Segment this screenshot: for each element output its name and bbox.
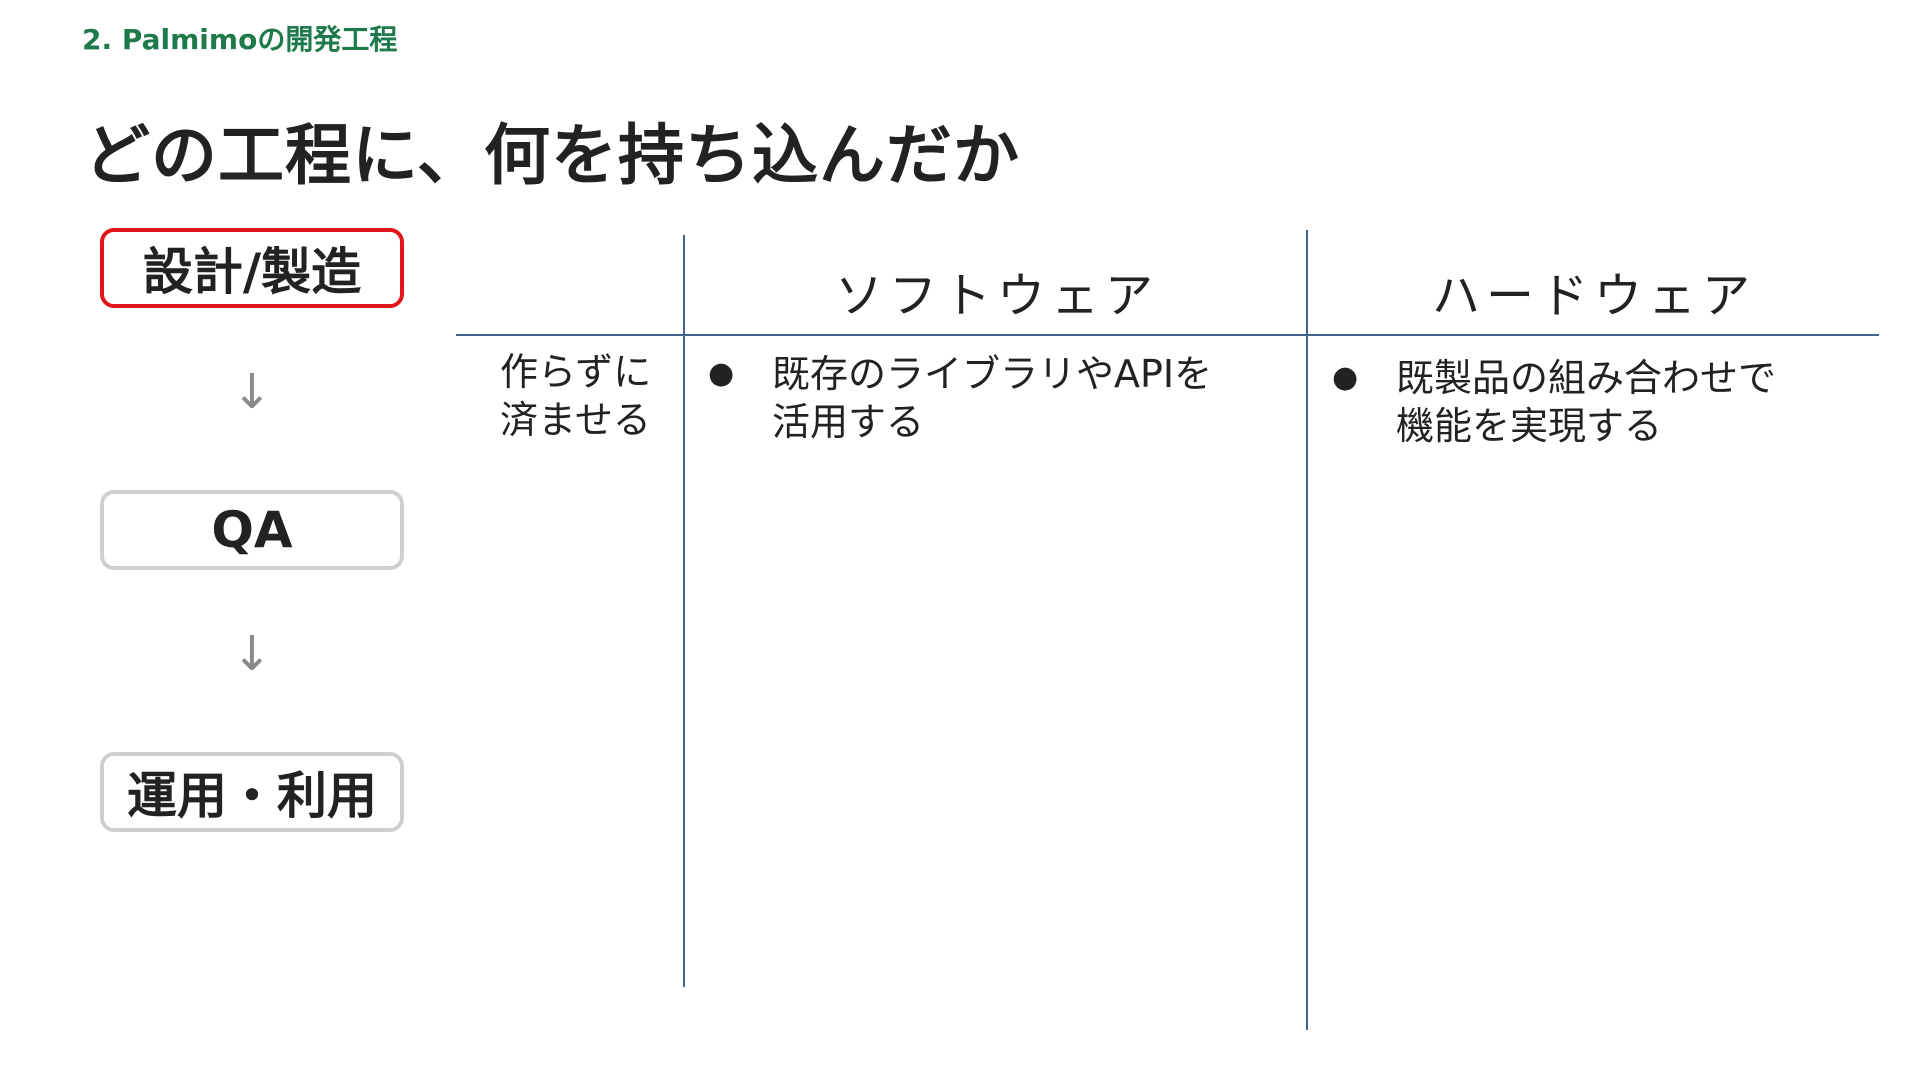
column-header-hardware: ハードウェア xyxy=(1431,268,1756,324)
cell-software: ● 既存のライブラリやAPIを 活用する xyxy=(708,350,1298,460)
stage-operation-usage: 運用・利用 xyxy=(100,752,404,832)
table-divider-right xyxy=(1306,230,1308,1030)
cell-text-line: 既存のライブラリやAPIを xyxy=(772,352,1213,396)
cell-text-line: 既製品の組み合わせで xyxy=(1396,356,1777,400)
bullet-icon: ● xyxy=(708,356,735,391)
section-label: 2. Palmimoの開発工程 xyxy=(82,23,398,56)
table-divider-left xyxy=(683,235,685,987)
cell-hardware: ● 既製品の組み合わせで 機能を実現する xyxy=(1332,354,1872,464)
bullet-icon: ● xyxy=(1332,360,1359,395)
row-label-line: 作らずに xyxy=(500,350,652,394)
cell-text: 既製品の組み合わせで 機能を実現する xyxy=(1396,354,1776,450)
stage-design-manufacturing: 設計/製造 xyxy=(100,228,404,308)
cell-text-line: 活用する xyxy=(772,400,925,444)
column-header-software: ソフトウェア xyxy=(834,268,1159,324)
row-label-line: 済ませる xyxy=(500,398,651,442)
stage-qa: QA xyxy=(100,490,404,570)
cell-text: 既存のライブラリやAPIを 活用する xyxy=(772,350,1212,446)
table-header-rule xyxy=(456,334,1879,336)
slide-title: どの工程に、何を持ち込んだか xyxy=(84,117,1021,194)
down-arrow-icon: ↓ xyxy=(231,626,273,682)
down-arrow-icon: ↓ xyxy=(231,364,273,420)
row-label: 作らずに 済ませる xyxy=(500,348,670,444)
cell-text-line: 機能を実現する xyxy=(1396,404,1663,448)
